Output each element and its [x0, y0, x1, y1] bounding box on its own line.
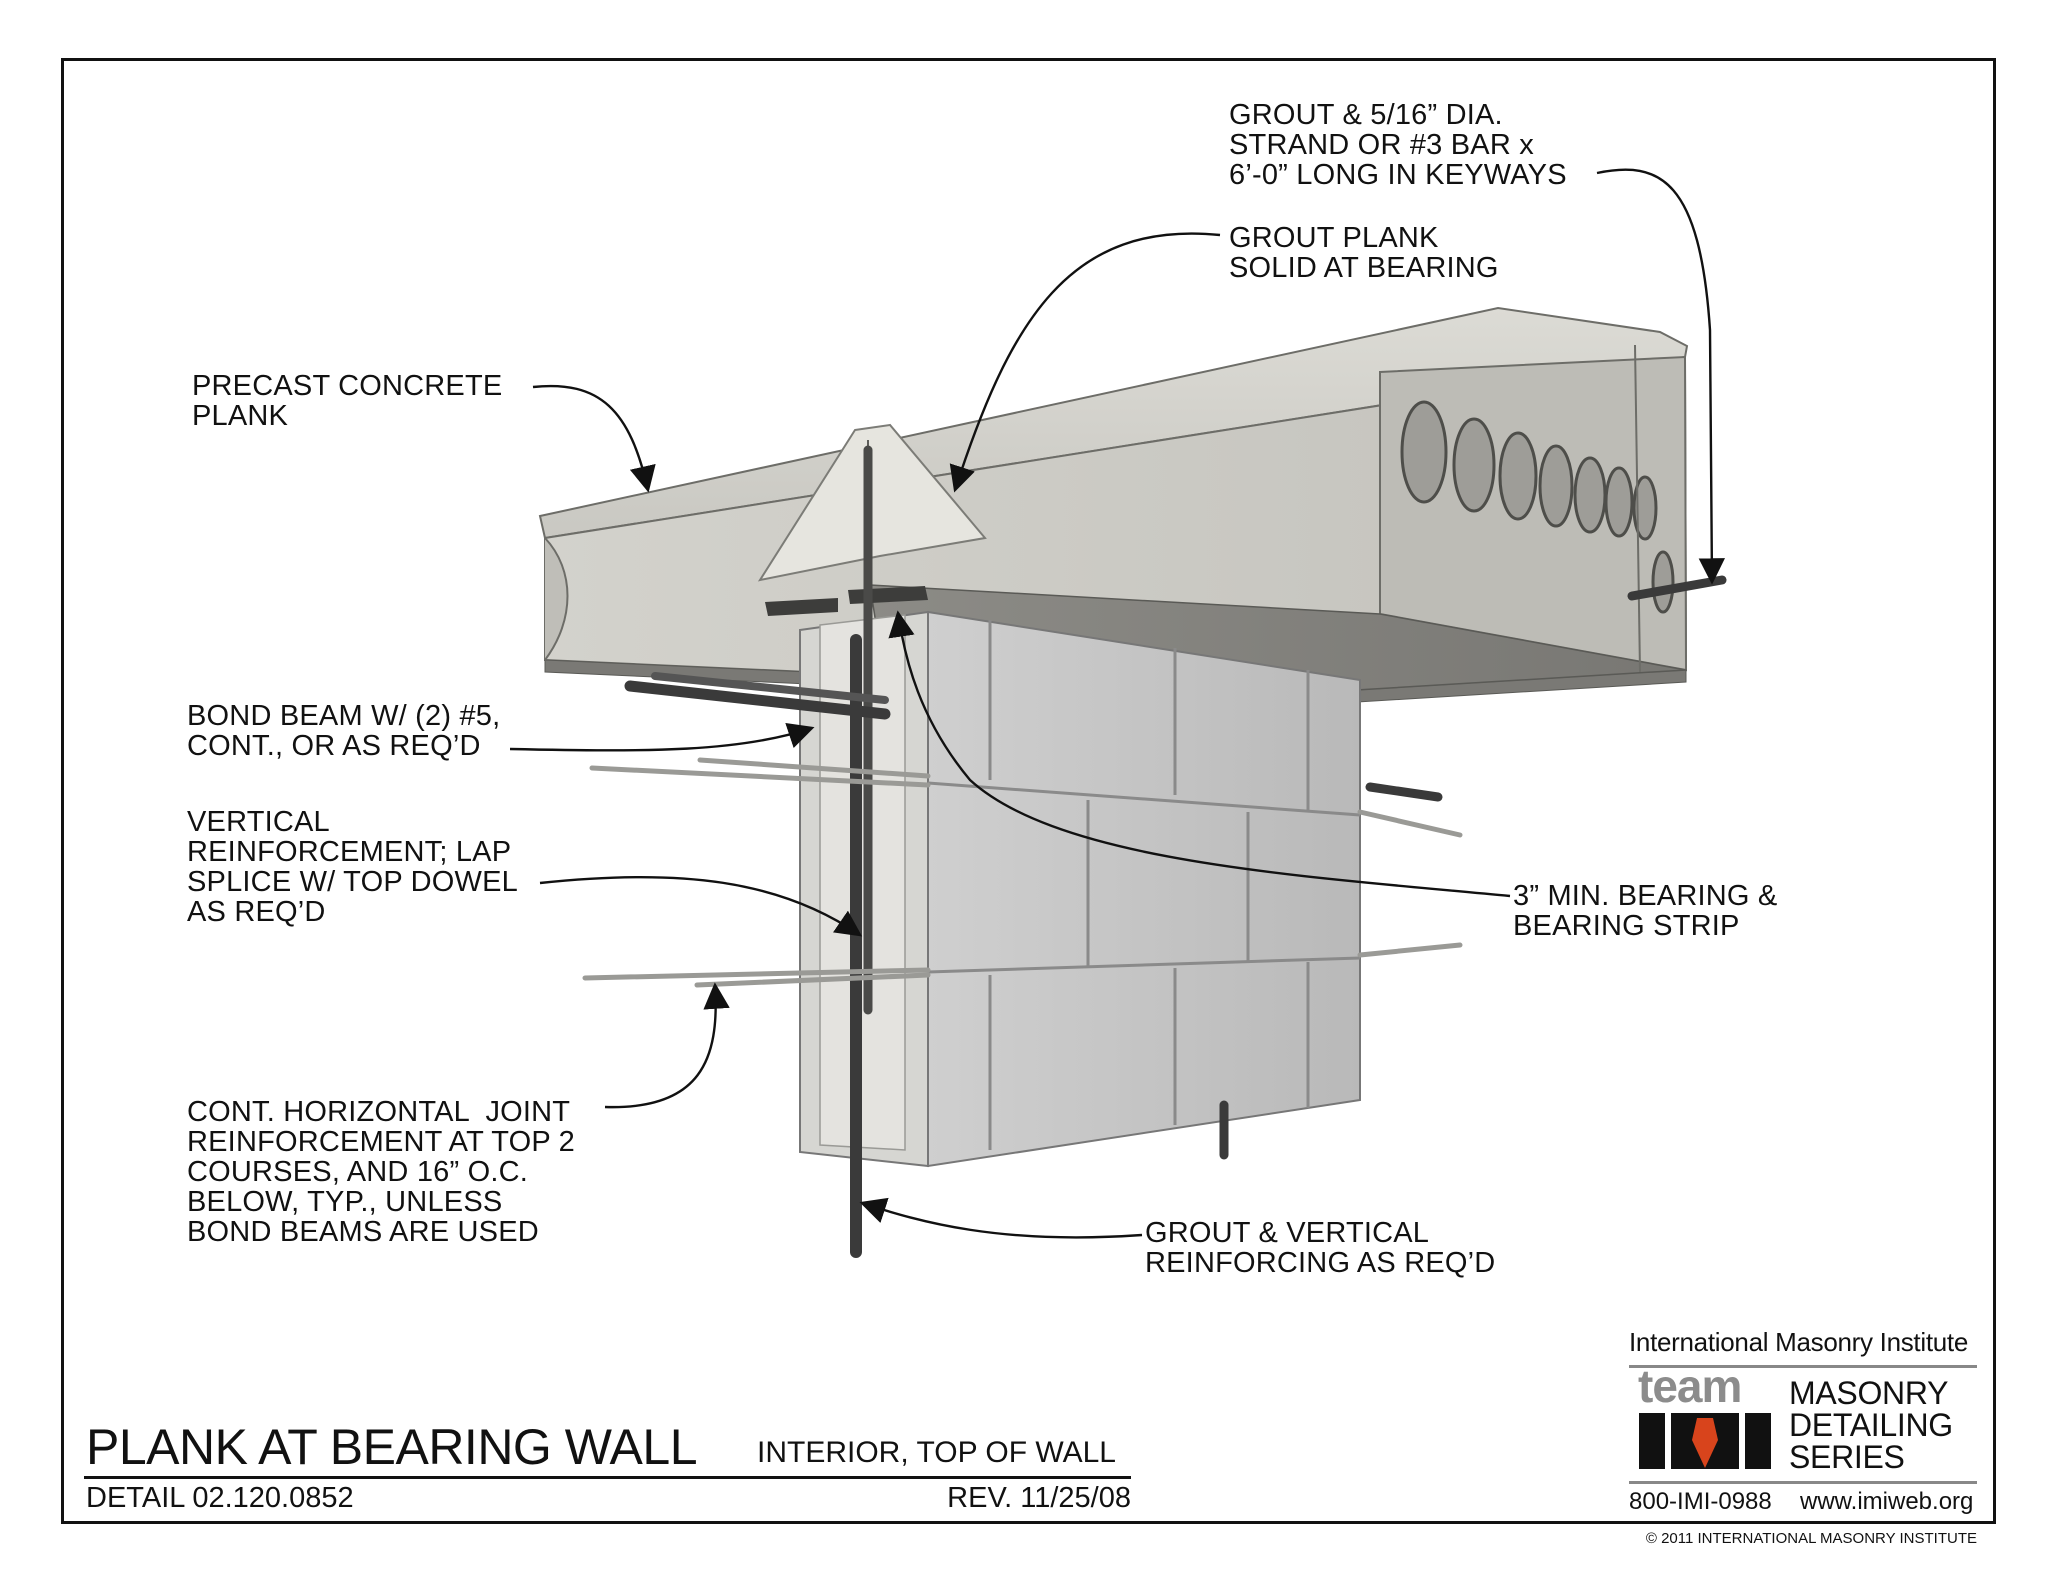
- cmu-wall: [799, 610, 1361, 1168]
- callout-bond-beam: BOND BEAM W/ (2) #5, CONT., OR AS REQ’D: [187, 700, 501, 762]
- callout-precast-plank: PRECAST CONCRETE PLANK: [192, 370, 503, 432]
- bond-beam-bar-2: [651, 672, 889, 704]
- logo-bar-i2: [1745, 1413, 1771, 1469]
- imi-phone: 800-IMI-0988: [1629, 1488, 1772, 1515]
- detail-number: DETAIL 02.120.0852: [86, 1482, 354, 1514]
- drawing-frame: [61, 58, 1996, 1524]
- trowel-icon: [1692, 1418, 1718, 1468]
- leader-grout-plank: [949, 232, 1221, 493]
- callout-grout-plank: GROUT PLANK SOLID AT BEARING: [1229, 222, 1499, 284]
- imi-website: www.imiweb.org: [1800, 1488, 1974, 1515]
- joint-reinforcement: [582, 757, 1463, 988]
- leader-bond-beam: [509, 722, 815, 752]
- plank-keyway-left: [544, 537, 569, 661]
- bearing-strip: [765, 598, 838, 616]
- precast-plank: [538, 306, 1727, 707]
- bond-beam-bar: [624, 680, 891, 720]
- callout-grout-strand: GROUT & 5/16” DIA. STRAND OR #3 BAR x 6’…: [1229, 99, 1567, 191]
- drawing-subtitle: INTERIOR, TOP OF WALL: [757, 1436, 1116, 1469]
- leader-bearing-strip: [888, 610, 1511, 898]
- revision-date: REV. 11/25/08: [947, 1482, 1131, 1514]
- copyright-notice: © 2011 INTERNATIONAL MASONRY INSTITUTE: [1645, 1530, 1977, 1547]
- hollow-cores: [1400, 400, 1675, 614]
- leader-precast-plank: [532, 384, 656, 493]
- mortar-joints: [927, 620, 1361, 1150]
- bond-beam-bar-back: [1365, 782, 1443, 802]
- imi-logo: [1629, 1365, 1977, 1484]
- leader-joint-reinf: [604, 982, 730, 1109]
- leader-grout-strand: [1596, 168, 1726, 585]
- leader-lines: [509, 168, 1726, 1239]
- callout-grout-vertical: GROUT & VERTICAL REINFORCING AS REQ’D: [1145, 1217, 1496, 1279]
- imi-org-name: International Masonry Institute: [1629, 1327, 1968, 1357]
- reinforcement: [582, 445, 1463, 1258]
- leader-vertical-reinf: [539, 875, 863, 937]
- callout-vertical-reinforcement: VERTICAL REINFORCEMENT; LAP SPLICE W/ TO…: [187, 806, 518, 928]
- title-underline: [84, 1476, 1131, 1479]
- masonry-detailing-series: MASONRY DETAILING SERIES: [1789, 1375, 1953, 1475]
- logo-bar-i1: [1639, 1413, 1665, 1469]
- callout-joint-reinforcement: CONT. HORIZONTAL JOINT REINFORCEMENT AT …: [187, 1096, 575, 1248]
- callout-bearing-strip: 3” MIN. BEARING & BEARING STRIP: [1513, 880, 1778, 942]
- drawing-title: PLANK AT BEARING WALL: [86, 1419, 698, 1475]
- wall-front-face: [927, 610, 1361, 1168]
- leader-grout-vertical: [859, 1197, 1143, 1239]
- team-wordmark: team: [1638, 1360, 1742, 1412]
